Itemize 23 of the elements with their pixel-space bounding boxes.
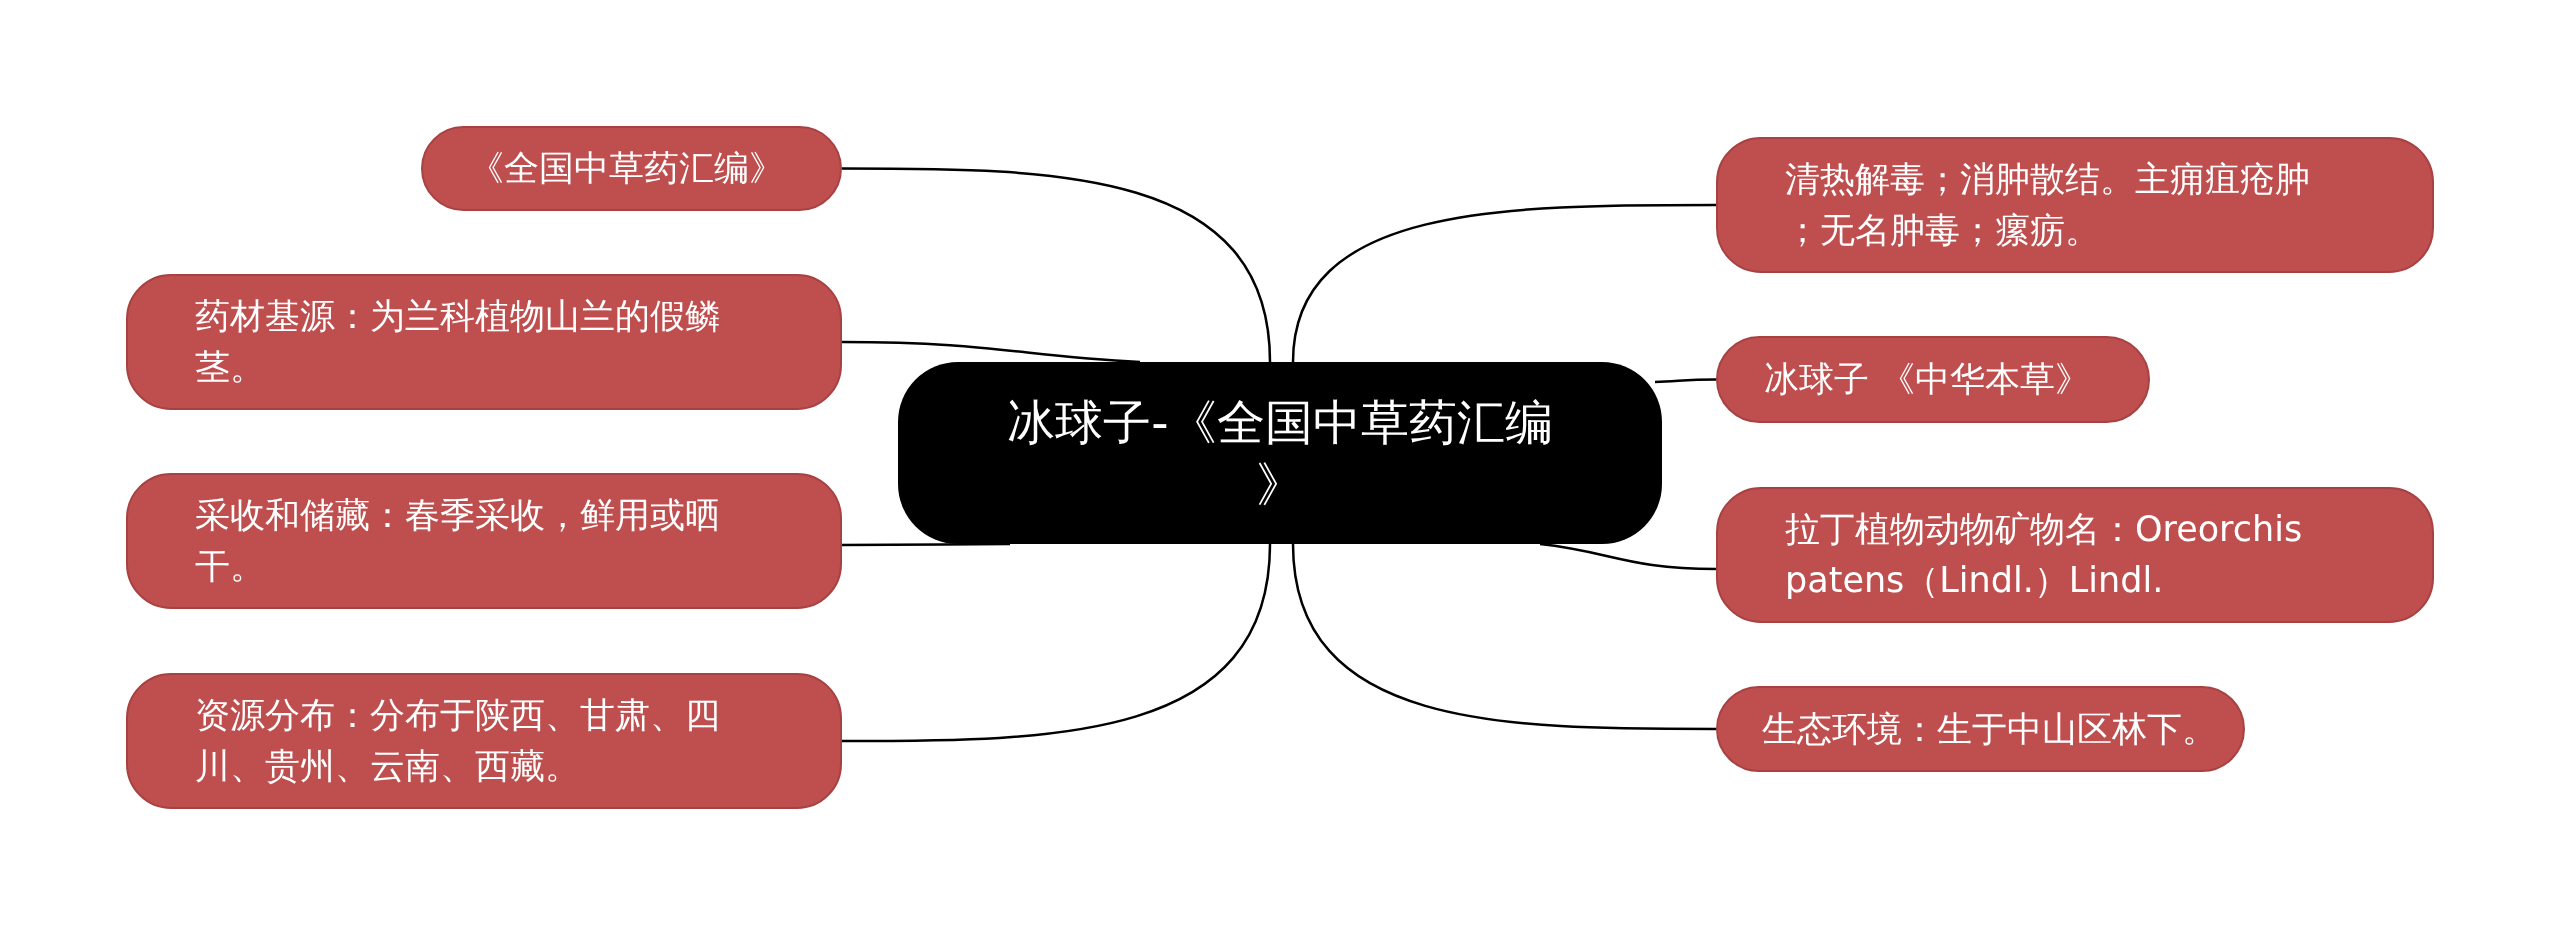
topic-text: 清热解毒；消肿散结。主痈疽疮肿；无名肿毒；瘰疬。 [1785,158,2311,252]
connector-line [842,167,1272,363]
connector-line [842,542,1010,547]
topic-text: 冰球子 《中华本草》 [1764,358,2091,402]
topic-box [126,673,842,809]
connector-line [842,340,1141,364]
topic-text: 冰球子-《全国中草药汇编》 [1006,392,1554,514]
topic-box [126,473,842,609]
connector-line [1291,203,1716,363]
connector-line [1654,378,1716,384]
topic-text: 药材基源：为兰科植物山兰的假鳞茎。 [195,295,721,389]
topic-text: 生态环境：生于中山区林下。 [1762,707,2217,751]
central-topic [898,362,1662,544]
connector-line [1539,542,1717,571]
connector-line [842,543,1272,743]
topic-text: 资源分布：分布于陕西、甘肃、四川、贵州、云南、西藏。 [195,694,721,788]
connector-line [1291,543,1716,731]
topic-text: 拉丁植物动物矿物名：Oreorchis patens（Lindl.）Lindl. [1785,508,2304,602]
topic-box [126,274,842,410]
topic-text: 采收和储藏：春季采收，鲜用或晒干。 [195,494,721,588]
topic-box [1716,137,2434,273]
topic-box [1716,487,2434,623]
topic-text: 《全国中草药汇编》 [469,147,784,191]
